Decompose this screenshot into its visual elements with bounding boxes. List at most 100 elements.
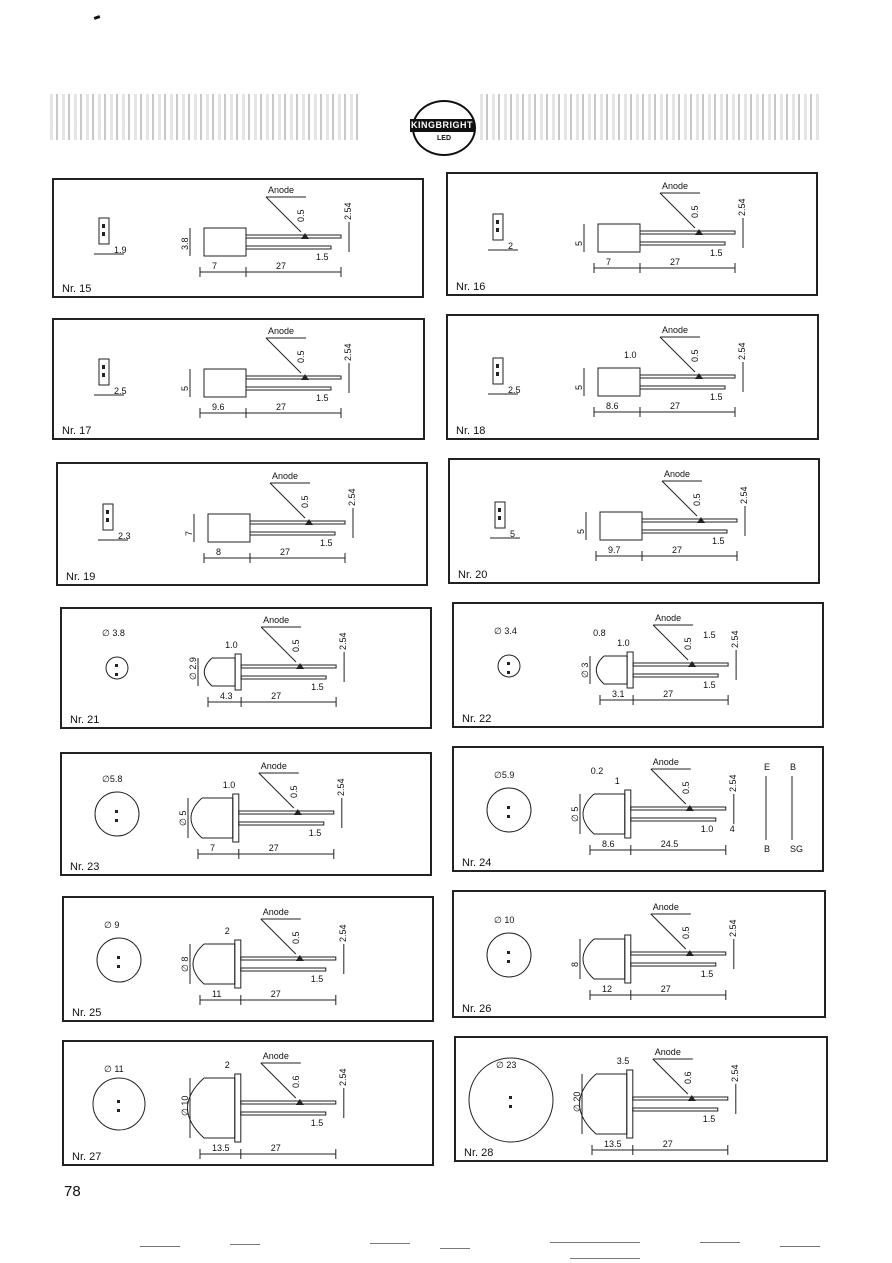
led-outline-drawing: [94, 337, 350, 418]
dimension-label: 2.54: [338, 632, 349, 650]
dimension-label: 1.0: [700, 824, 714, 834]
dimension-label: SG: [790, 844, 804, 854]
dimension-label: 5: [576, 528, 586, 534]
dimension-label: 0.5: [290, 931, 301, 944]
dimension-label: 2: [224, 1060, 230, 1070]
led-outline-drawing: [94, 772, 343, 859]
dimension-label: 13.5: [212, 1143, 230, 1153]
dimension-label: 0.5: [690, 349, 700, 362]
dimension-label: Anode: [263, 615, 290, 625]
dimension-label: 0.5: [680, 926, 691, 939]
dimension-label: 27: [276, 402, 287, 412]
dimension-label: 5: [574, 384, 584, 390]
dimension-label: 5: [574, 240, 584, 246]
led-outline-drawing: [486, 913, 735, 1000]
dimension-label: 1.5: [310, 974, 324, 984]
panel-number-label: Nr. 16: [456, 281, 486, 293]
dimension-label: Anode: [662, 325, 689, 335]
dimension-label: 2.54: [737, 198, 747, 216]
dimension-label: 0.5: [692, 493, 702, 506]
dimension-label: 1.5: [710, 248, 723, 258]
panel-number-label: Nr. 19: [66, 571, 96, 583]
panel-number-label: Nr. 22: [462, 713, 492, 725]
dimension-label: 5: [510, 529, 516, 539]
dimension-label: 2.54: [739, 486, 749, 504]
dimension-label: 27: [660, 984, 671, 994]
dimension-label: 3.8: [180, 237, 190, 250]
dimension-label: 1.5: [700, 969, 714, 979]
dimension-label: 1.9: [114, 245, 127, 255]
dimension-label: 27: [276, 261, 287, 271]
dimension-label: 2.54: [727, 774, 738, 792]
dimension-label: 27: [672, 545, 683, 555]
panel-number-label: Nr. 23: [70, 861, 100, 873]
panel-number-label: Nr. 28: [464, 1147, 494, 1159]
dimension-label: 7: [606, 257, 612, 267]
dimension-label: ∅ 5: [178, 810, 188, 826]
dimension-label: Anode: [262, 1051, 289, 1061]
dimension-label: 2.54: [337, 924, 348, 942]
dimension-label: ∅ 9: [104, 920, 120, 930]
panel-number-label: Nr. 20: [458, 569, 488, 581]
dimension-label: 1.5: [316, 393, 329, 403]
led-outline-drawing: [92, 1062, 345, 1159]
dimension-label: 2.54: [347, 488, 357, 506]
led-outline-drawing: [468, 1057, 737, 1155]
dimension-label: 12: [602, 984, 613, 994]
dimension-label: 2.5: [508, 385, 521, 395]
dimension-label: 1.0: [624, 350, 637, 360]
dimension-label: 27: [662, 1139, 673, 1149]
dimension-label: 1.5: [712, 536, 725, 546]
panel-number-label: Nr. 17: [62, 425, 92, 437]
dimension-label: 4.3: [220, 691, 233, 701]
dimension-label: 0.5: [288, 785, 299, 798]
dimension-label: 2.3: [118, 531, 131, 541]
dimension-label: E: [764, 762, 771, 772]
dimension-label: 0.5: [690, 205, 700, 218]
dimension-label: 7: [212, 261, 218, 271]
dimension-label: 0.6: [290, 1075, 301, 1088]
dimension-label: ∅ 11: [104, 1064, 124, 1074]
dimension-label: 2.54: [730, 630, 741, 648]
panel-number-label: Nr. 27: [72, 1151, 102, 1163]
dimension-label: 2.54: [727, 919, 738, 937]
dimension-label: 2.5: [114, 386, 127, 396]
dimension-label: 0.5: [291, 639, 302, 652]
dimension-label: 27: [268, 843, 279, 853]
dimension-label: Anode: [652, 902, 679, 912]
dimension-label: 2: [508, 241, 514, 251]
dimension-label: 0.5: [296, 209, 306, 222]
dimension-label: 1.5: [703, 630, 716, 640]
led-outline-drawing: [105, 626, 345, 707]
dimension-label: ∅ 3.4: [494, 626, 517, 636]
led-outline-drawing: [486, 768, 793, 855]
dimension-label: 2.54: [335, 778, 346, 796]
dimension-label: 1.5: [310, 1118, 324, 1128]
dimension-label: 0.5: [683, 637, 694, 650]
dimension-label: 1.5: [316, 252, 329, 262]
dimension-label: 0.5: [296, 350, 306, 363]
dimension-label: 8.6: [606, 401, 619, 411]
dimension-label: 8: [570, 961, 580, 967]
led-outline-drawing: [98, 482, 354, 563]
dimension-label: 0.6: [682, 1071, 693, 1084]
dimension-label: 5: [180, 385, 190, 391]
dimension-label: Anode: [664, 469, 691, 479]
dimension-label: 2.54: [337, 1068, 348, 1086]
dimension-label: ∅ 10: [494, 915, 515, 925]
dimension-label: B: [764, 844, 771, 854]
dimension-label: 7: [184, 530, 194, 536]
dimension-label: 27: [670, 257, 681, 267]
dimension-label: ∅ 5: [570, 806, 580, 822]
dimension-label: 1.5: [311, 682, 324, 692]
header-title-left: [50, 94, 360, 140]
footer-noise: [140, 1238, 860, 1262]
dimension-label: 24.5: [660, 839, 679, 849]
